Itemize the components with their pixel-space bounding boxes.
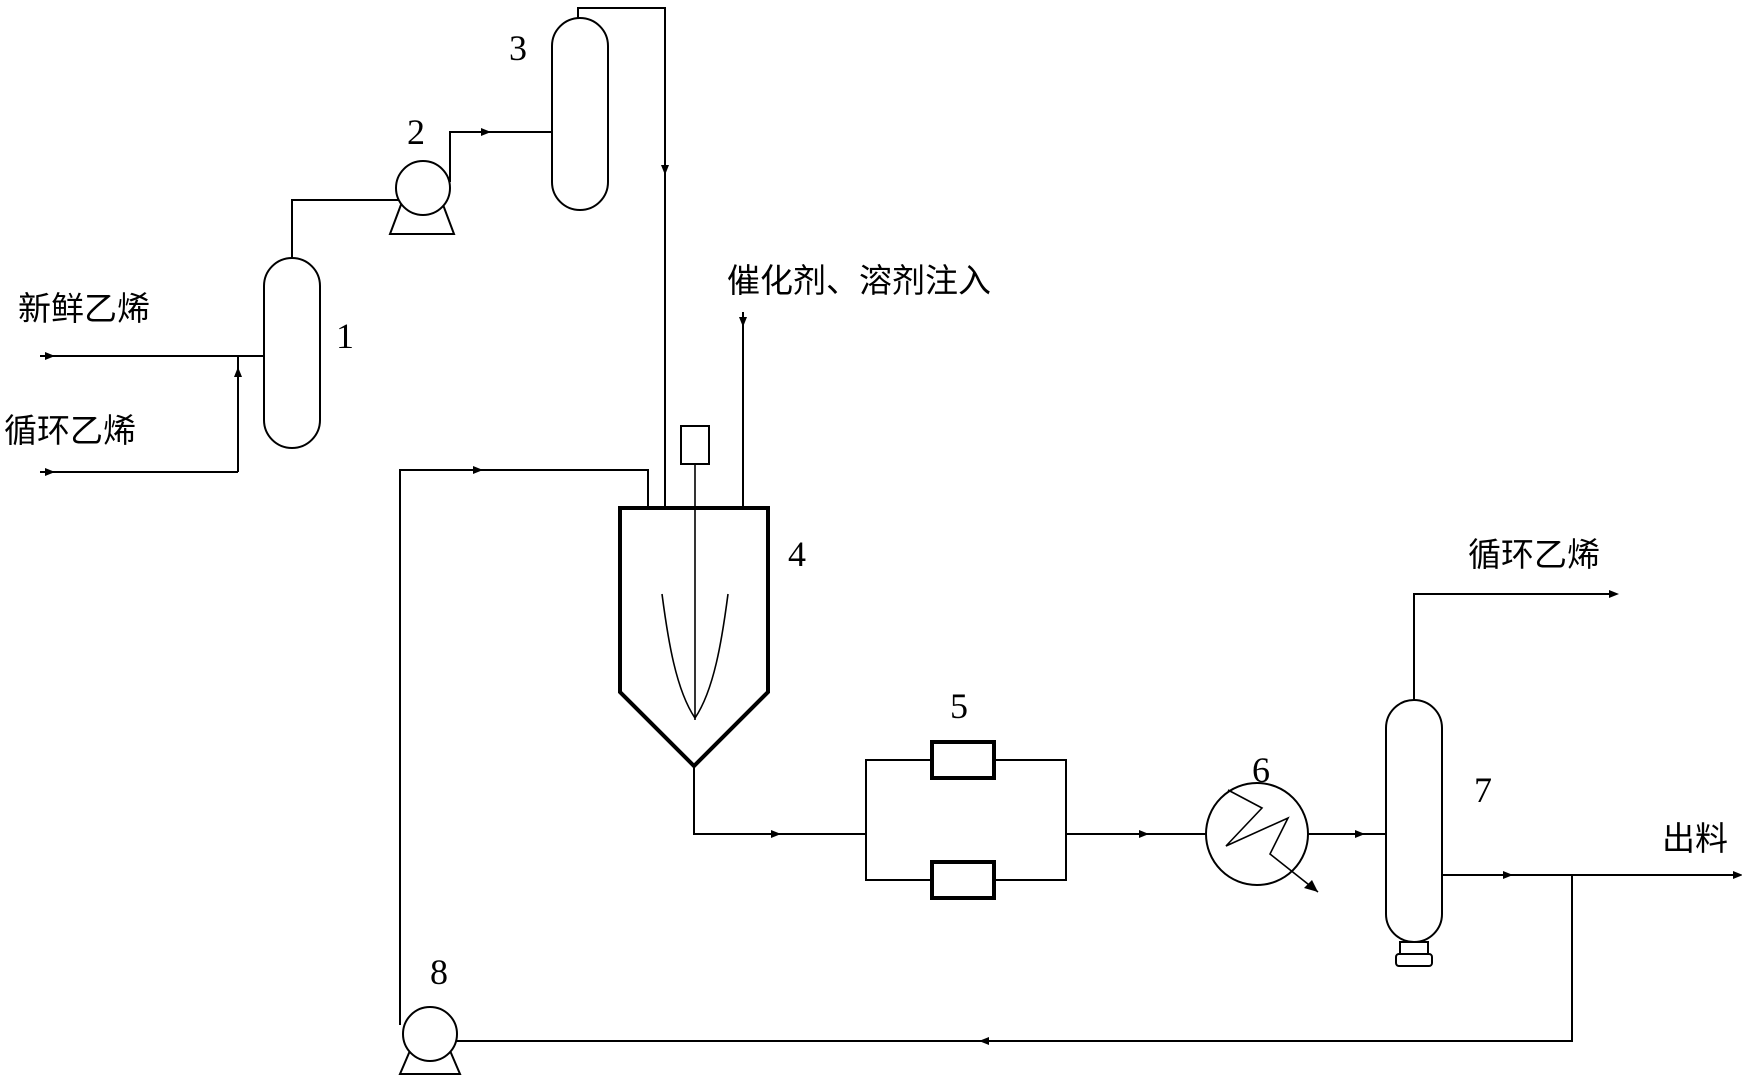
reactor-outlet-line: [693, 766, 866, 835]
equipment-number-4: 4: [788, 534, 806, 574]
heat-exchanger-6: [1205, 782, 1319, 893]
recycle-ethylene-out-line: [1413, 593, 1616, 704]
vessel-1: [263, 257, 321, 449]
agitator-anchor: [661, 593, 729, 720]
reactor-4: [618, 425, 770, 769]
v1-to-pump-line: [291, 199, 402, 262]
filter-5-top: [930, 740, 996, 780]
vessel-3: [551, 17, 609, 211]
pump-8: [398, 1006, 462, 1075]
equipment-number-1: 1: [336, 316, 354, 356]
recycle-ethylene-in-label: 循环乙烯: [4, 411, 136, 450]
pump-to-v3-line: [449, 131, 552, 182]
pump-2: [388, 160, 456, 235]
equipment-number-6: 6: [1252, 750, 1270, 790]
v3-to-reactor-line: [577, 7, 666, 510]
equipment-number-2: 2: [407, 112, 425, 152]
equipment-number-5: 5: [950, 686, 968, 726]
feed-lines: [40, 352, 264, 476]
discharge-label: 出料: [1662, 819, 1728, 858]
fresh-ethylene-label: 新鲜乙烯: [18, 289, 150, 328]
recycle-return-line: [454, 875, 1573, 1042]
column-7: [1385, 699, 1443, 967]
pump8-to-reactor-line: [399, 469, 649, 1025]
filter-loop-line: [865, 759, 1067, 881]
equipment-number-3: 3: [509, 28, 527, 68]
equipment-number-7: 7: [1474, 770, 1492, 810]
catalyst-injection-label: 催化剂、溶剂注入: [727, 261, 991, 300]
recycle-ethylene-out-label: 循环乙烯: [1468, 535, 1600, 574]
filter-5-bottom: [930, 860, 996, 900]
agitator-motor: [680, 425, 710, 465]
equipment-number-8: 8: [430, 952, 448, 992]
